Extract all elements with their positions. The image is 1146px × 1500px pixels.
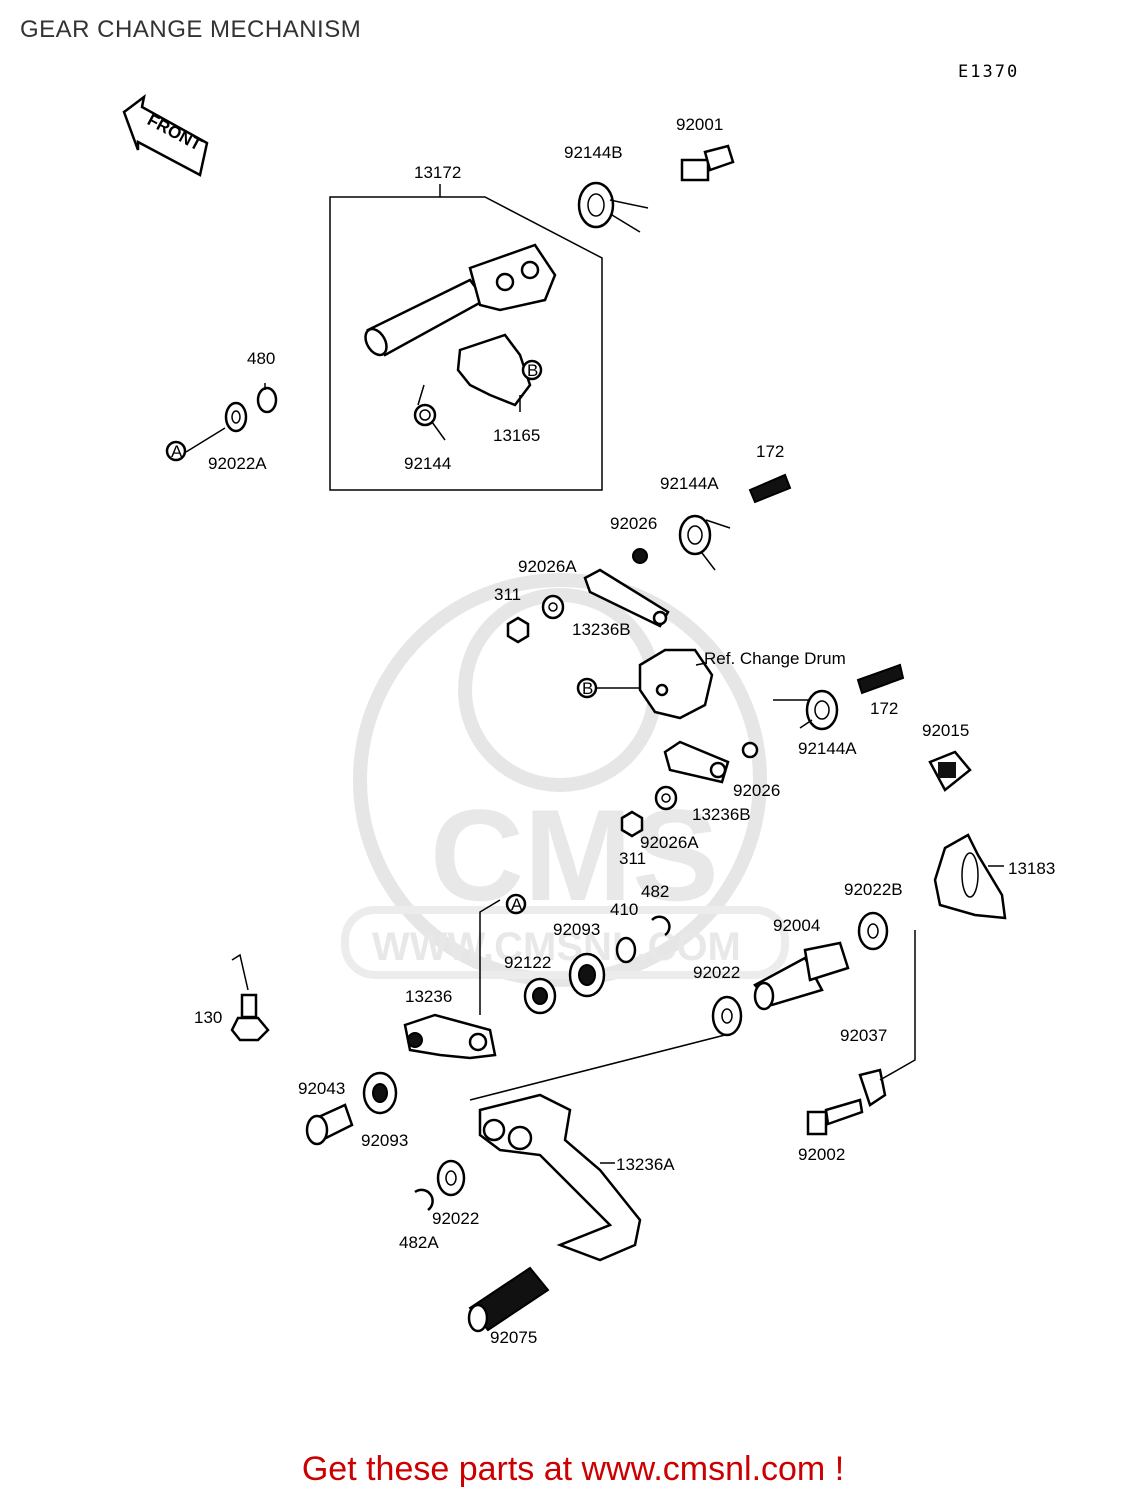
rubber-92075: [467, 1266, 550, 1333]
label-92144: 92144: [404, 454, 451, 473]
callout-a-mid: A: [505, 893, 527, 915]
label-172-mid: 172: [870, 699, 898, 718]
spring-92144a-top: [678, 514, 731, 571]
label-482a: 482A: [399, 1233, 439, 1252]
label-92144a-mid: 92144A: [798, 739, 857, 758]
shaft-92004: [753, 941, 850, 1011]
callout-b-plate: B: [521, 359, 543, 381]
label-92004: 92004: [773, 916, 820, 935]
label-130: 130: [194, 1008, 222, 1027]
washer-92026a-top: [541, 594, 565, 620]
label-92022-mid: 92022: [693, 963, 740, 982]
washer-92026-top: [632, 548, 648, 564]
bolt-130: [230, 953, 270, 1042]
label-311-top: 311: [494, 585, 521, 604]
label-13183: 13183: [1008, 859, 1055, 878]
bearing-92093-top: [568, 952, 606, 998]
lever-13236b-top: [583, 568, 670, 628]
label-92122: 92122: [504, 953, 551, 972]
washer-92022-bot: [436, 1159, 466, 1197]
watermark: CMS WWW.CMSNL.COM: [341, 573, 789, 987]
plate-13183: [933, 833, 1007, 920]
label-13236a: 13236A: [616, 1155, 675, 1174]
label-92026-top: 92026: [610, 514, 657, 533]
callout-b-drum: B: [576, 677, 640, 699]
change-drum: [638, 648, 714, 720]
part-labels: 13172 92144B 92001 480 92022A 92144 1316…: [194, 115, 1055, 1347]
svg-text:A: A: [511, 895, 523, 914]
lever-13236: [403, 899, 501, 1060]
clip-482a: [414, 1188, 434, 1212]
label-410: 410: [610, 900, 638, 919]
spring-92144a-mid: [773, 689, 839, 731]
label-13236b-top: 13236B: [572, 620, 631, 639]
collar-92122: [523, 977, 557, 1015]
label-13236b-mid: 13236B: [692, 805, 751, 824]
label-92002: 92002: [798, 1145, 845, 1164]
washer-92022-mid: [711, 995, 743, 1037]
label-92026a-top: 92026A: [518, 557, 577, 576]
label-92022b: 92022B: [844, 880, 903, 899]
parts-diagram: CMS WWW.CMSNL.COM FRONT: [122, 94, 1055, 1347]
label-13165: 13165: [493, 426, 540, 445]
pin-92043: [305, 1103, 354, 1146]
washer-92026-mid: [741, 741, 759, 759]
shift-shaft-assembly-box: [329, 184, 603, 491]
bearing-92093-bot: [362, 1071, 398, 1115]
label-92075: 92075: [490, 1328, 537, 1347]
clip-92037: [858, 930, 916, 1107]
spring-92144b: [577, 181, 649, 233]
svg-text:B: B: [527, 361, 538, 380]
clip-482: [651, 915, 671, 937]
nut-92015: [928, 750, 972, 792]
shift-shaft: [364, 243, 557, 357]
bolt-92002: [806, 1098, 864, 1136]
bolt-92001: [680, 144, 735, 182]
nut-311-top: [506, 616, 530, 644]
washer-92026a-mid: [654, 785, 678, 811]
svg-text:B: B: [582, 679, 593, 698]
washer-410: [615, 936, 637, 964]
watermark-url: WWW.CMSNL.COM: [372, 925, 741, 969]
label-92001: 92001: [676, 115, 723, 134]
spring-92144: [413, 384, 446, 441]
washer-92022b: [857, 911, 889, 951]
label-482: 482: [641, 882, 669, 901]
footer-link-text[interactable]: Get these parts at www.cmsnl.com !: [301, 1450, 845, 1488]
label-480: 480: [247, 349, 275, 368]
label-92144b: 92144B: [564, 143, 623, 162]
page-title: GEAR CHANGE MECHANISM: [20, 16, 362, 43]
nut-311-mid: [620, 810, 644, 838]
label-92026a-mid: 92026A: [640, 833, 699, 852]
label-92043: 92043: [298, 1079, 345, 1098]
label-92037: 92037: [840, 1026, 887, 1045]
label-92144a-top: 92144A: [660, 474, 719, 493]
label-92022a: 92022A: [208, 454, 267, 473]
label-13172: 13172: [414, 163, 461, 182]
stud-172-mid: [856, 663, 905, 695]
shift-plate: [456, 333, 532, 412]
label-13236: 13236: [405, 987, 452, 1006]
label-92093-bot: 92093: [361, 1131, 408, 1150]
label-92022-bot: 92022: [432, 1209, 479, 1228]
front-arrow: FRONT: [122, 94, 209, 177]
pedal-arm-13236a: [469, 1034, 726, 1262]
label-92093-top: 92093: [553, 920, 600, 939]
label-ref-change-drum: Ref. Change Drum: [704, 649, 846, 668]
lever-13236b-mid: [663, 740, 730, 784]
label-172-top: 172: [756, 442, 784, 461]
washer-92022a: [185, 401, 248, 453]
label-92026-mid: 92026: [733, 781, 780, 800]
svg-text:A: A: [171, 442, 183, 461]
ring-480: [256, 383, 278, 414]
label-92015: 92015: [922, 721, 969, 740]
callout-a-left: A: [165, 440, 187, 462]
stud-172-top: [748, 473, 792, 504]
label-311-mid: 311: [619, 849, 646, 868]
diagram-code: E1370: [958, 62, 1020, 82]
